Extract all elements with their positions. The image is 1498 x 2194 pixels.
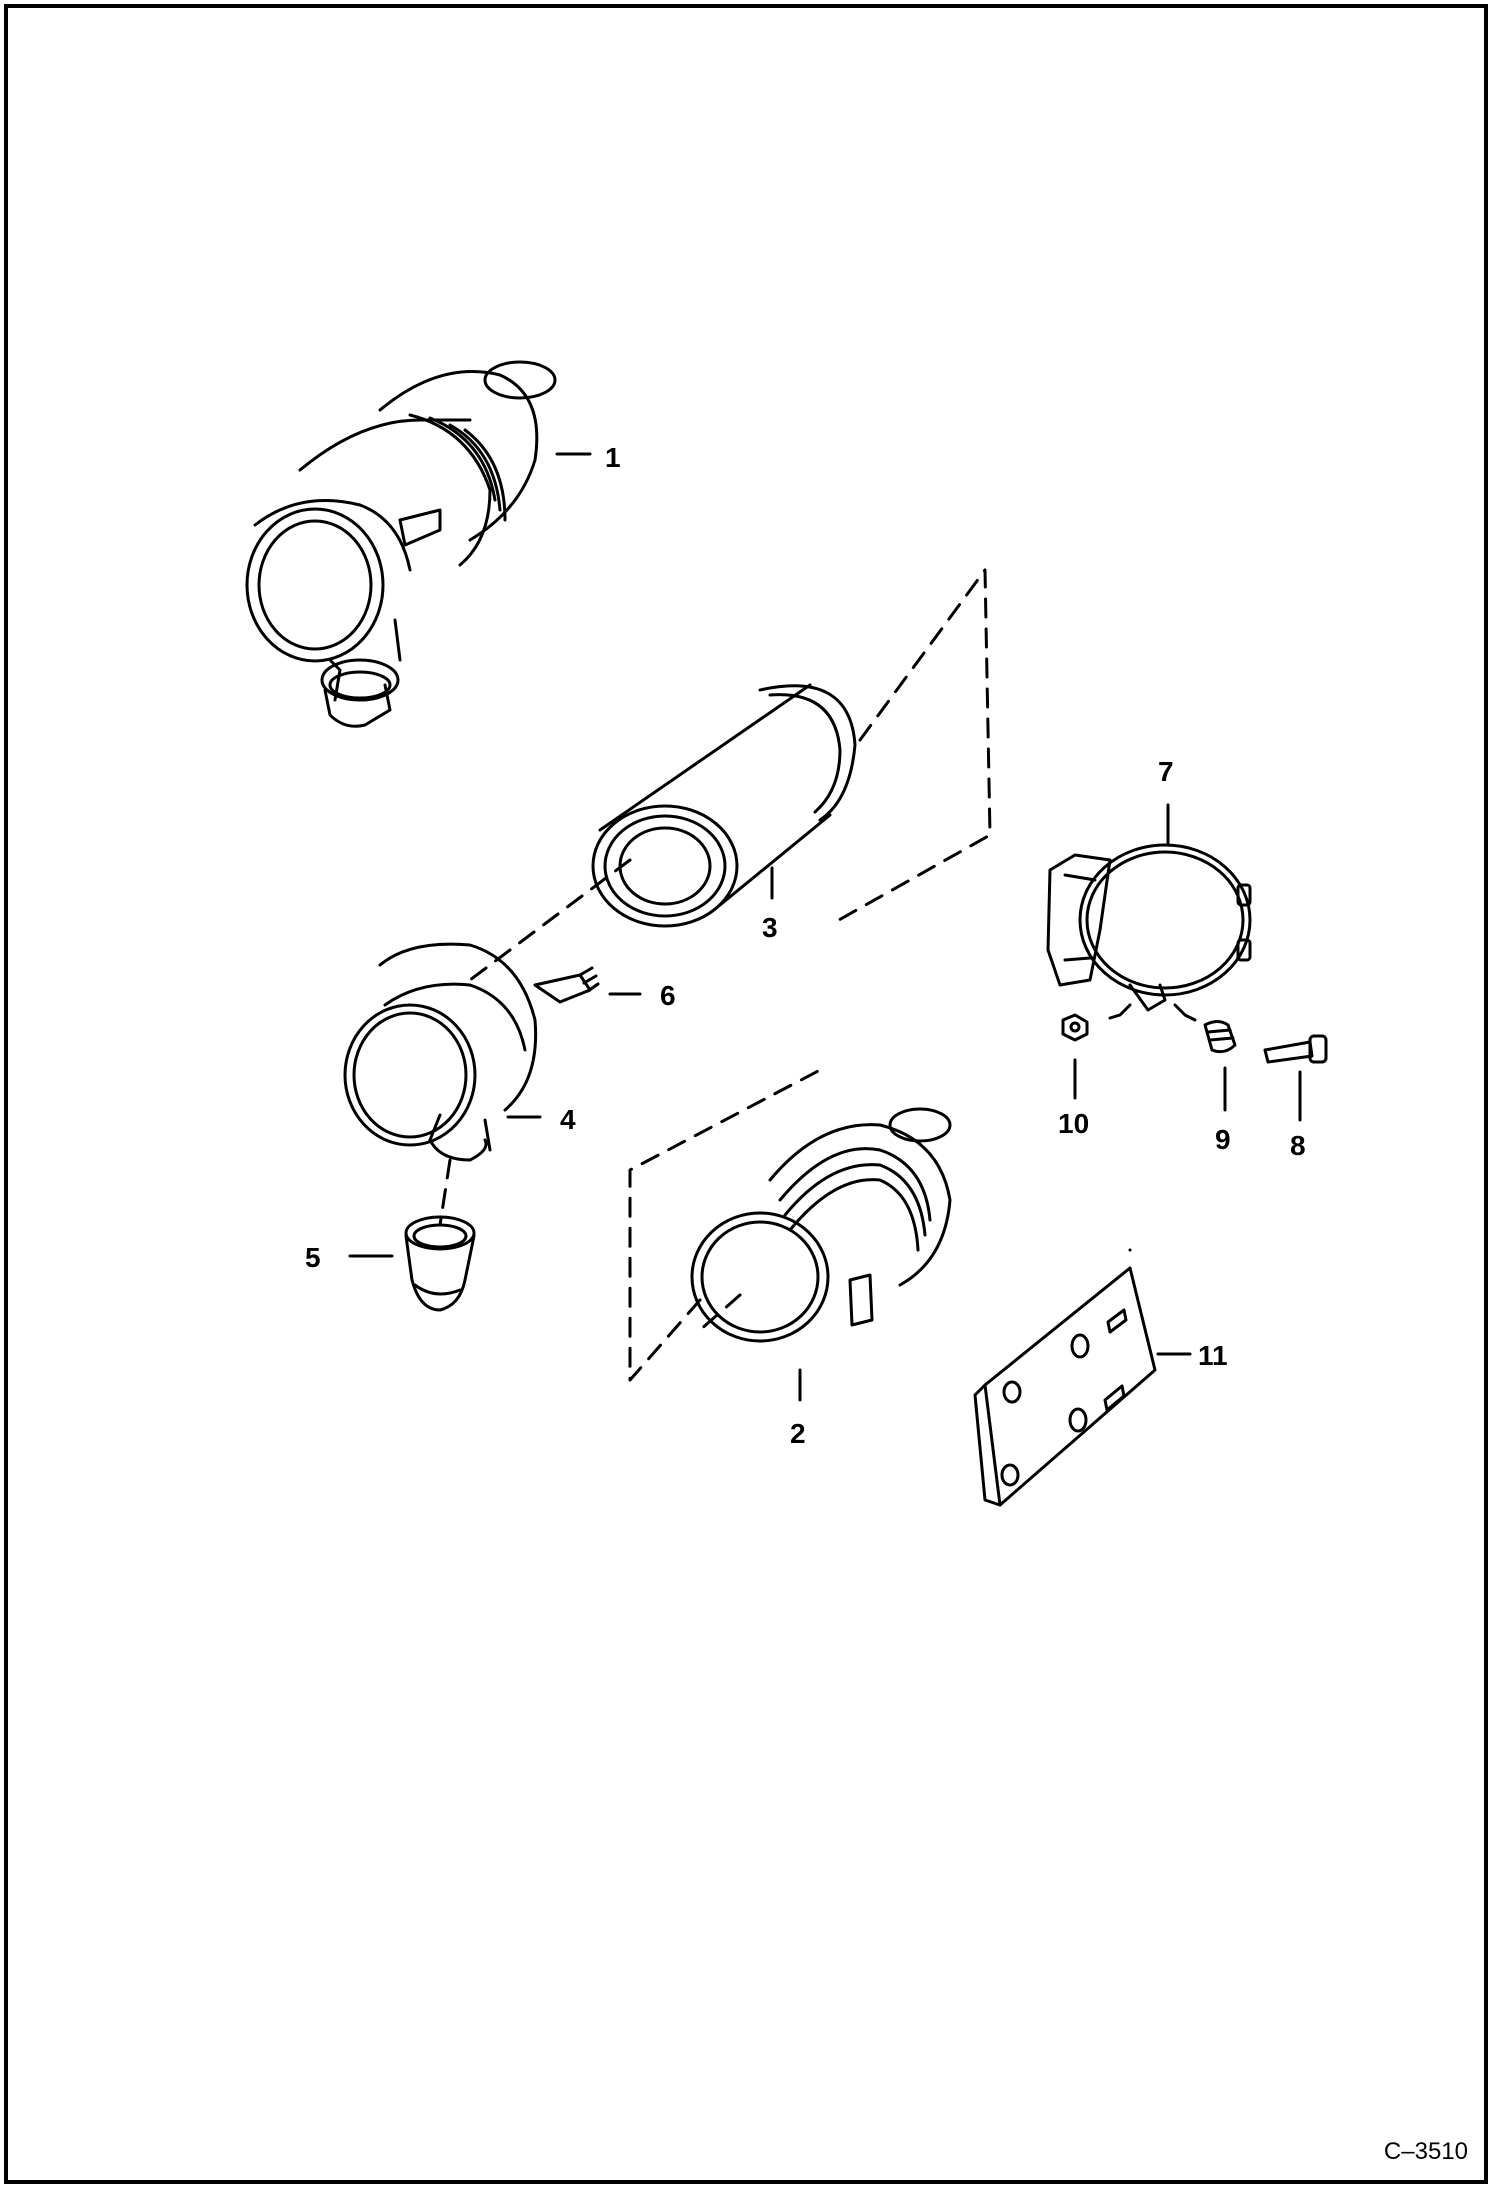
part-4-housing bbox=[343, 942, 538, 1162]
callout-9: 9 bbox=[1215, 1124, 1231, 1155]
explode-lines bbox=[438, 568, 992, 1382]
part-1-air-cleaner-assembly bbox=[245, 360, 557, 728]
callout-2: 2 bbox=[790, 1418, 806, 1449]
figure-reference: C–3510 bbox=[1383, 2138, 1468, 2165]
part-7-mounting-band bbox=[1046, 843, 1252, 1022]
callout-1: 1 bbox=[605, 442, 621, 473]
part-9-spacer bbox=[1203, 1020, 1237, 1054]
callout-8: 8 bbox=[1290, 1130, 1306, 1161]
part-5-vacuator-valve bbox=[404, 1215, 476, 1312]
part-2-inner-filter-element bbox=[690, 1107, 952, 1343]
registration-dot bbox=[1128, 1248, 1132, 1252]
callout-3: 3 bbox=[762, 912, 778, 943]
callout-11: 11 bbox=[1198, 1340, 1228, 1371]
part-3-outer-filter-element bbox=[591, 683, 857, 928]
callout-4: 4 bbox=[560, 1104, 576, 1135]
callout-7: 7 bbox=[1158, 756, 1174, 787]
drawing-frame bbox=[4, 4, 1488, 2184]
callout-6: 6 bbox=[660, 980, 676, 1011]
part-8-bolt bbox=[1263, 1034, 1328, 1064]
part-11-mounting-plate bbox=[973, 1266, 1157, 1507]
callout-10: 10 bbox=[1058, 1108, 1090, 1139]
part-6-clip bbox=[533, 966, 600, 1004]
part-10-nut bbox=[1061, 1013, 1089, 1042]
callout-5: 5 bbox=[305, 1242, 321, 1273]
